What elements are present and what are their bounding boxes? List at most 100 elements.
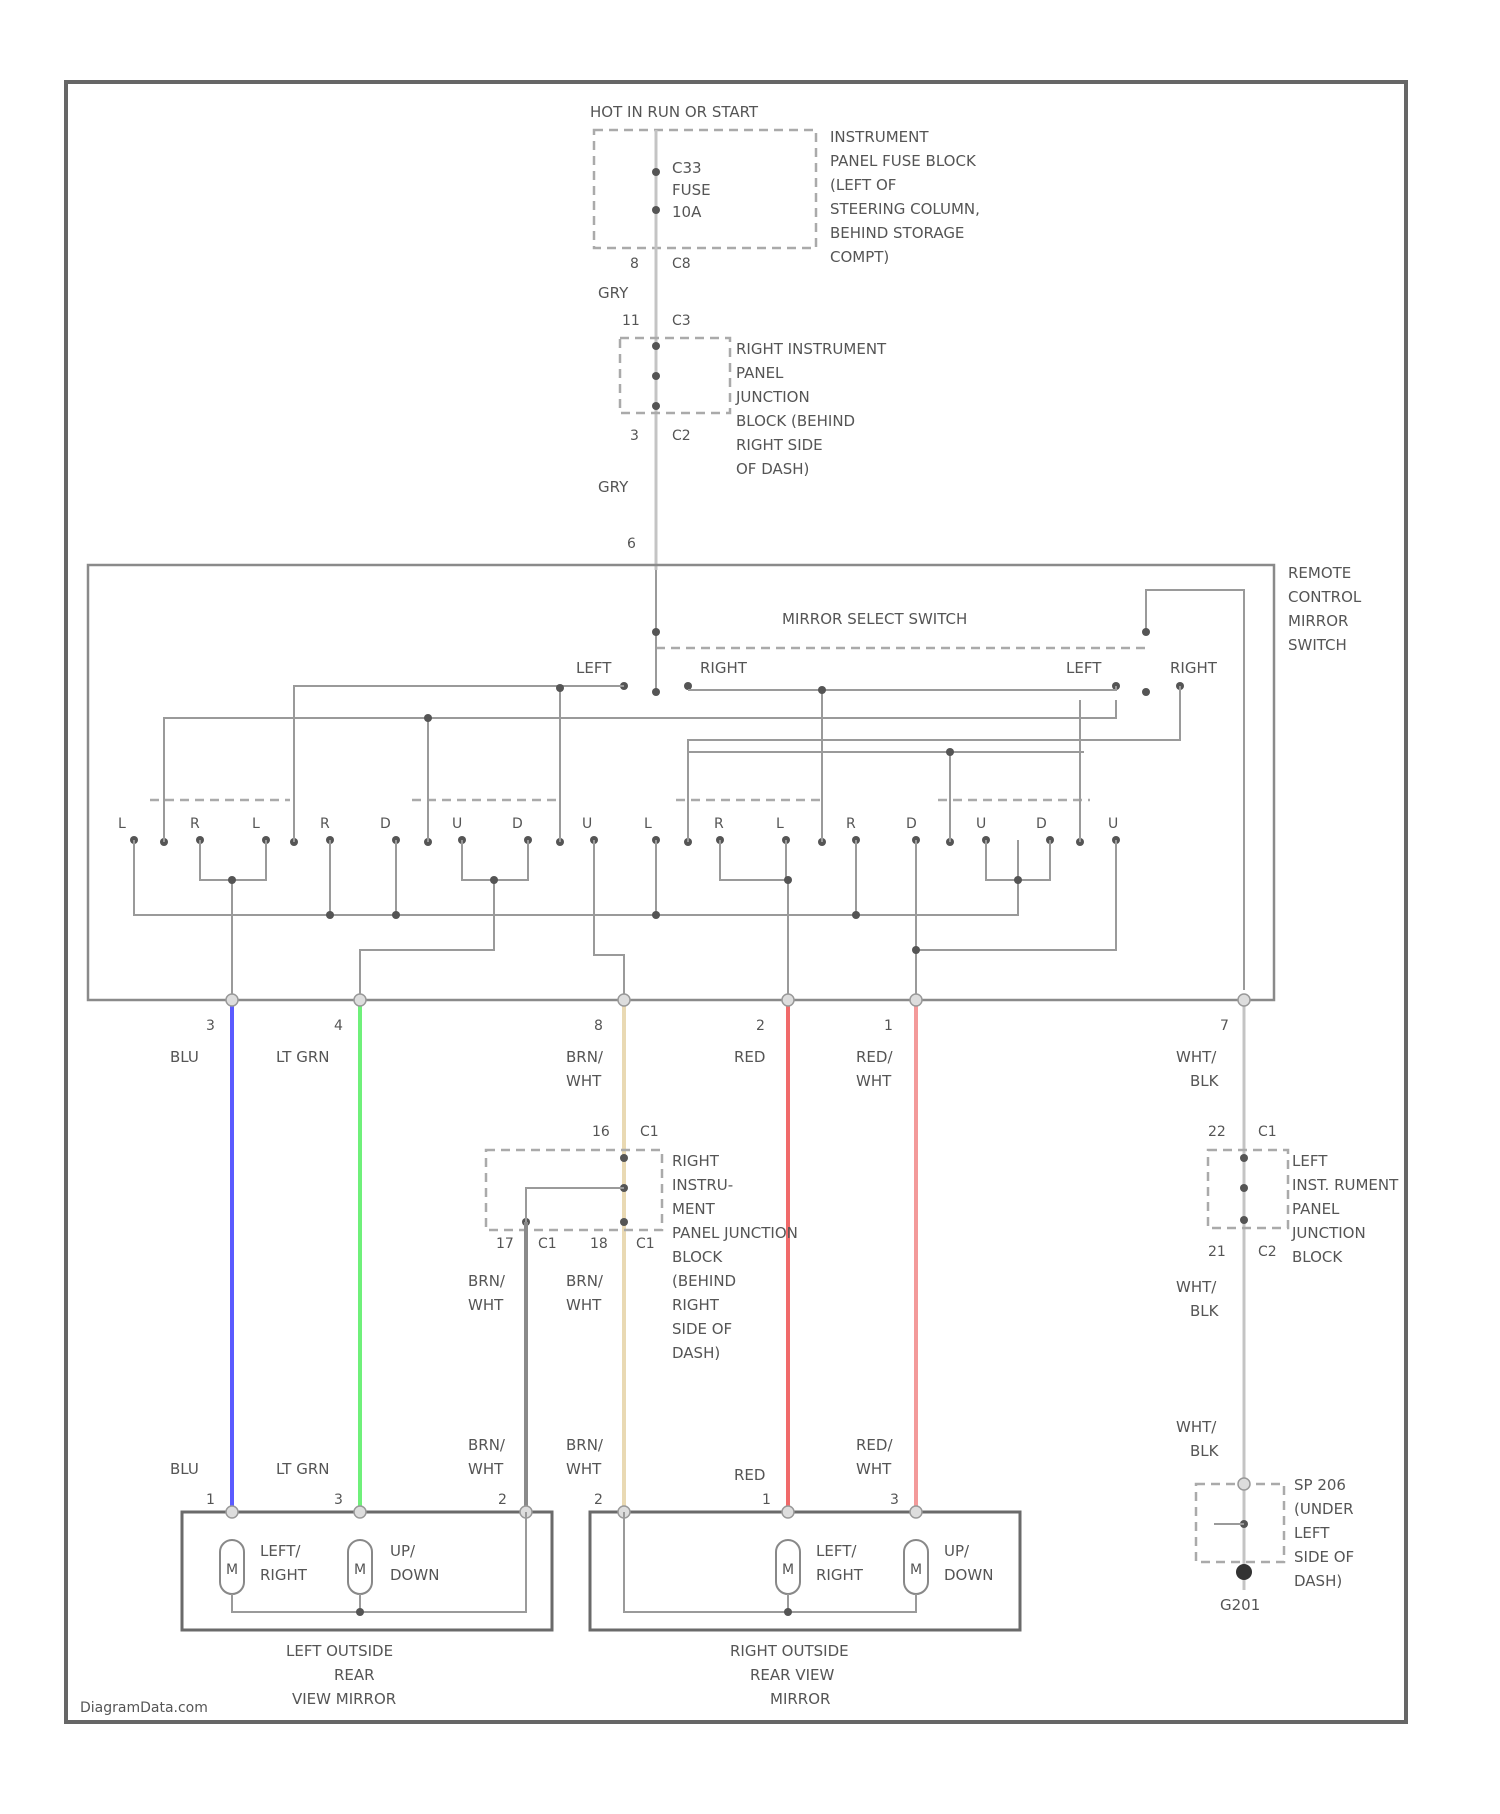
jb3-wire2-a: WHT/ (1176, 1418, 1217, 1436)
right-pin-1: 1 (762, 1492, 771, 1508)
jb3-description: LEFT INST. RUMENT PANEL JUNCTION BLOCK (1291, 1152, 1399, 1266)
left-pin-2: 2 (498, 1492, 507, 1508)
fuse-block-description: INSTRUMENT PANEL FUSE BLOCK (LEFT OF STE… (830, 128, 980, 266)
pin-7-color-a: WHT/ (1176, 1048, 1217, 1066)
jb2-wire-left-a: BRN/ (468, 1272, 506, 1290)
svg-text:REAR VIEW: REAR VIEW (750, 1666, 835, 1684)
fuse-out-conn: C8 (672, 256, 691, 272)
right-motor2-b: DOWN (944, 1566, 993, 1584)
right-pin-3: 3 (890, 1492, 899, 1508)
svg-text:REAR: REAR (334, 1666, 375, 1684)
right-pin-2: 2 (594, 1492, 603, 1508)
left-motor-lr: M (220, 1540, 244, 1594)
svg-text:LEFT: LEFT (1294, 1524, 1330, 1542)
right-wire-redwht-b: WHT (856, 1460, 892, 1478)
right-wire-brn-a: BRN/ (566, 1436, 604, 1454)
hot-label: HOT IN RUN OR START (590, 103, 759, 121)
svg-text:D: D (512, 816, 523, 832)
svg-text:PANEL: PANEL (736, 364, 784, 382)
pin-3-color: BLU (170, 1048, 199, 1066)
jb3-wire-a: WHT/ (1176, 1278, 1217, 1296)
mirror-select-label: MIRROR SELECT SWITCH (782, 610, 967, 628)
left-motor2-b: DOWN (390, 1566, 439, 1584)
pin-1-color-b: WHT (856, 1072, 892, 1090)
left-pin-3: 3 (334, 1492, 343, 1508)
svg-text:R: R (714, 816, 724, 832)
svg-text:JUNCTION: JUNCTION (1291, 1224, 1366, 1242)
jb1-out-pin: 3 (630, 428, 639, 444)
left-motor2-a: UP/ (390, 1542, 416, 1560)
sel-right-1: RIGHT (700, 659, 748, 677)
switch-contacts (130, 836, 1120, 846)
svg-text:D: D (380, 816, 391, 832)
switch-contact-labels: L R L R D U D U L R L R D U D U (118, 816, 1118, 832)
left-motor-ud: M (348, 1540, 372, 1594)
svg-text:BEHIND STORAGE: BEHIND STORAGE (830, 224, 964, 242)
svg-text:R: R (846, 816, 856, 832)
jb2-out-left-conn: C1 (538, 1236, 557, 1252)
svg-text:U: U (582, 816, 592, 832)
svg-text:VIEW MIRROR: VIEW MIRROR (292, 1690, 396, 1708)
svg-text:RIGHT: RIGHT (672, 1296, 720, 1314)
svg-text:(LEFT OF: (LEFT OF (830, 176, 896, 194)
wire-gry-1: GRY (598, 284, 629, 302)
svg-text:PANEL: PANEL (1292, 1200, 1340, 1218)
fuse-label-3: 10A (672, 203, 702, 221)
svg-text:LEFT OUTSIDE: LEFT OUTSIDE (286, 1642, 393, 1660)
jb3-outline (1208, 1150, 1288, 1228)
svg-text:BLOCK: BLOCK (672, 1248, 723, 1266)
right-wire-red: RED (734, 1466, 765, 1484)
svg-text:REMOTE: REMOTE (1288, 564, 1351, 582)
right-motor1-b: RIGHT (816, 1566, 864, 1584)
jb2-outline (486, 1150, 662, 1230)
jb3-wire-b: BLK (1190, 1302, 1220, 1320)
jb2-wire-left-b: WHT (468, 1296, 504, 1314)
pin-1-num: 1 (884, 1018, 893, 1034)
svg-text:PANEL JUNCTION: PANEL JUNCTION (672, 1224, 798, 1242)
svg-text:MIRROR: MIRROR (770, 1690, 830, 1708)
watermark: DiagramData.com (80, 1700, 208, 1716)
svg-text:L: L (644, 816, 652, 832)
pin-8-color-b: WHT (566, 1072, 602, 1090)
left-motor1-b: RIGHT (260, 1566, 308, 1584)
svg-text:(UNDER: (UNDER (1294, 1500, 1354, 1518)
svg-text:RIGHT INSTRUMENT: RIGHT INSTRUMENT (736, 340, 887, 358)
jb2-out-left-pin: 17 (496, 1236, 514, 1252)
jb3-in-pin: 22 (1208, 1124, 1226, 1140)
svg-text:U: U (1108, 816, 1118, 832)
fuse-label-1: C33 (672, 159, 702, 177)
svg-text:PANEL FUSE BLOCK: PANEL FUSE BLOCK (830, 152, 977, 170)
svg-text:DASH): DASH) (1294, 1572, 1342, 1590)
pin-7-color-b: BLK (1190, 1072, 1220, 1090)
pin-3-num: 3 (206, 1018, 215, 1034)
svg-text:INSTRU-: INSTRU- (672, 1176, 733, 1194)
jb3-out-pin: 21 (1208, 1244, 1226, 1260)
svg-text:INSTRUMENT: INSTRUMENT (830, 128, 929, 146)
left-pin-1: 1 (206, 1492, 215, 1508)
svg-text:L: L (776, 816, 784, 832)
pin-1-color-a: RED/ (856, 1048, 893, 1066)
left-mirror-name: LEFT OUTSIDE REAR VIEW MIRROR (286, 1642, 396, 1708)
svg-text:LEFT: LEFT (1292, 1152, 1328, 1170)
svg-text:STEERING COLUMN,: STEERING COLUMN, (830, 200, 980, 218)
jb2-out-right-pin: 18 (590, 1236, 608, 1252)
right-motor-ud: M (904, 1540, 928, 1594)
svg-text:CONTROL: CONTROL (1288, 588, 1362, 606)
svg-text:JUNCTION: JUNCTION (735, 388, 810, 406)
svg-text:M: M (910, 1562, 922, 1578)
jb1-in-pin: 11 (622, 313, 640, 329)
jb3-in-conn: C1 (1258, 1124, 1277, 1140)
left-wire-blu: BLU (170, 1460, 199, 1478)
right-wire-brn-b: WHT (566, 1460, 602, 1478)
left-motor1-a: LEFT/ (260, 1542, 301, 1560)
splice-description: SP 206 (UNDER LEFT SIDE OF DASH) (1294, 1476, 1354, 1590)
jb2-description: RIGHT INSTRU- MENT PANEL JUNCTION BLOCK … (672, 1152, 798, 1362)
svg-text:SIDE OF: SIDE OF (672, 1320, 732, 1338)
svg-text:RIGHT SIDE: RIGHT SIDE (736, 436, 823, 454)
ground-icon (1236, 1564, 1252, 1580)
svg-text:OF DASH): OF DASH) (736, 460, 809, 478)
svg-text:L: L (118, 816, 126, 832)
left-wire-ltgrn: LT GRN (276, 1460, 330, 1478)
pin-8-num: 8 (594, 1018, 603, 1034)
svg-text:(BEHIND: (BEHIND (672, 1272, 736, 1290)
